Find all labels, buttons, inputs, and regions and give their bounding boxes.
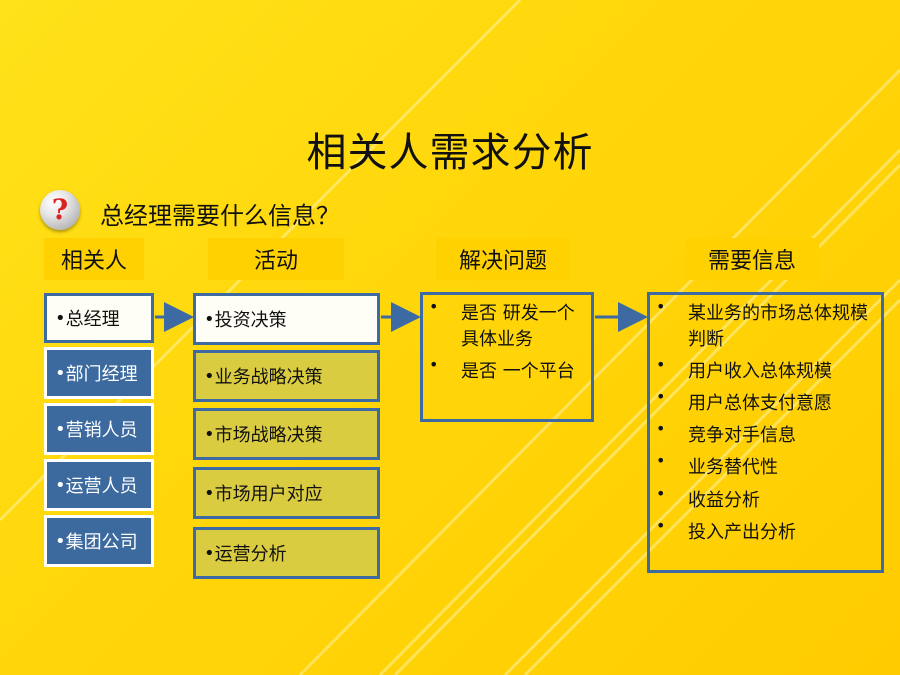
stakeholder-operations[interactable]: 运营人员 xyxy=(44,459,154,511)
activity-market-users[interactable]: 市场用户对应 xyxy=(193,467,380,519)
stakeholder-group-company[interactable]: 集团公司 xyxy=(44,515,154,567)
page-title: 相关人需求分析 xyxy=(306,130,594,176)
info-item: 用户收入总体规模 xyxy=(654,353,873,385)
stakeholder-general-manager[interactable]: 总经理 xyxy=(44,293,154,343)
info-item: 用户总体支付意愿 xyxy=(654,385,873,417)
problem-item: 是否 一个平台 xyxy=(427,353,583,385)
header-activities: 活动 xyxy=(208,238,344,280)
activity-market-strategy[interactable]: 市场战略决策 xyxy=(193,408,380,460)
info-needed-box[interactable]: 某业务的市场总体规模判断 用户收入总体规模 用户总体支付意愿 竞争对手信息 业务… xyxy=(647,292,884,573)
problems-box[interactable]: 是否 研发一个具体业务 是否 一个平台 xyxy=(420,292,594,422)
info-item: 业务替代性 xyxy=(654,449,873,481)
activity-investment[interactable]: 投资决策 xyxy=(193,293,380,345)
header-problems: 解决问题 xyxy=(436,238,570,280)
activity-operations-analysis[interactable]: 运营分析 xyxy=(193,527,380,579)
question-text: 总经理需要什么信息？ xyxy=(100,202,340,230)
stakeholder-department-manager[interactable]: 部门经理 xyxy=(44,347,154,399)
problem-item: 是否 研发一个具体业务 xyxy=(427,295,583,353)
info-item: 收益分析 xyxy=(654,482,873,514)
stakeholder-marketing[interactable]: 营销人员 xyxy=(44,403,154,455)
activity-business-strategy[interactable]: 业务战略决策 xyxy=(193,350,380,402)
header-stakeholders: 相关人 xyxy=(44,238,144,280)
info-item: 投入产出分析 xyxy=(654,514,873,546)
info-item: 竞争对手信息 xyxy=(654,417,873,449)
header-info: 需要信息 xyxy=(685,238,819,280)
question-mark-icon: ? xyxy=(40,190,80,230)
info-item: 某业务的市场总体规模判断 xyxy=(654,295,873,353)
